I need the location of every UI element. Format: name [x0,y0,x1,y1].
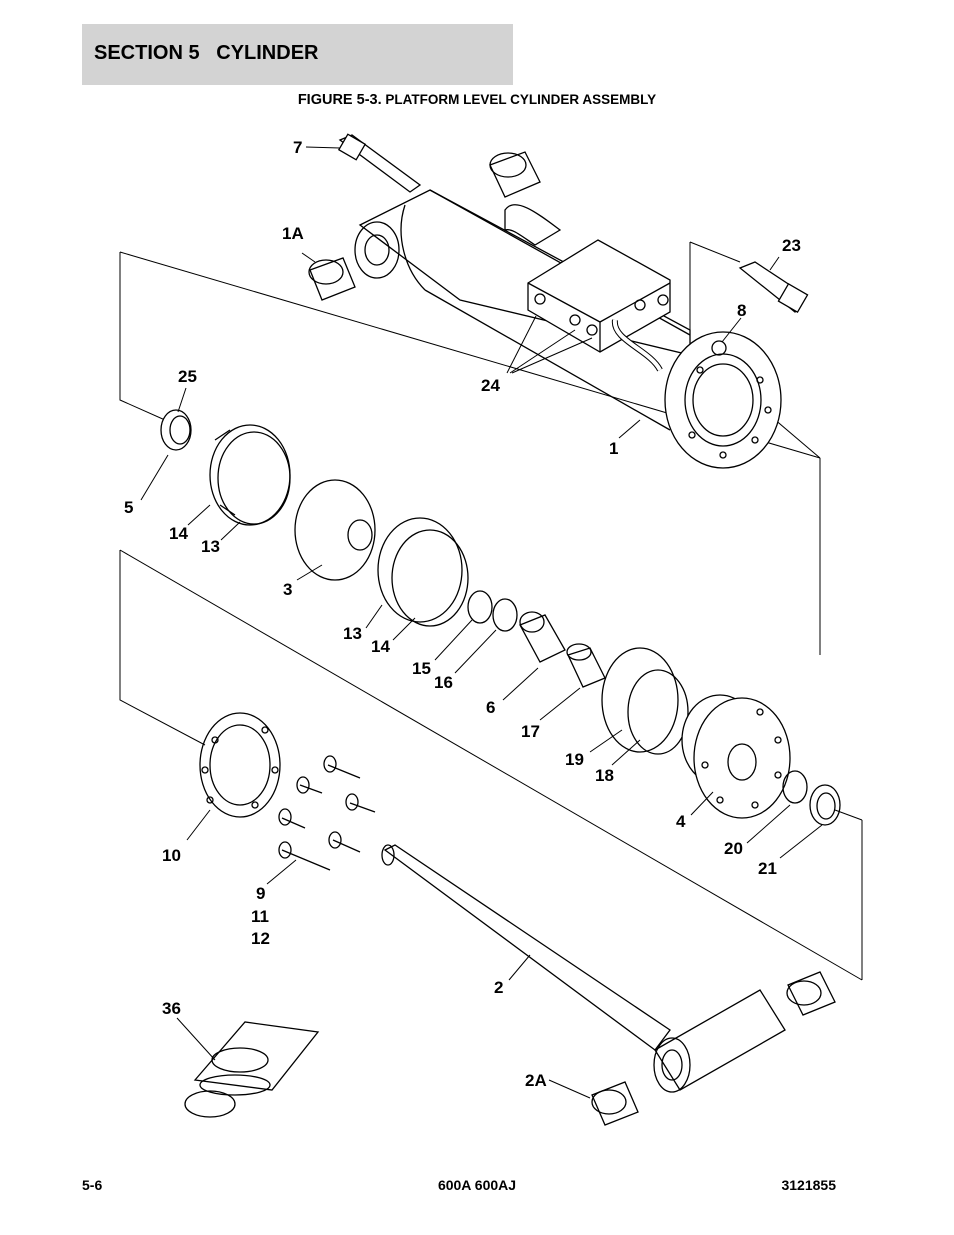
callout-14-upper: 14 [169,524,188,543]
callout-8: 8 [737,301,746,320]
callout-20: 20 [724,839,743,858]
callout-17: 17 [521,722,540,741]
callout-13-upper: 13 [201,537,220,556]
callout-15: 15 [412,659,431,678]
figure-number: FIGURE 5-3. [297,92,382,108]
callout-13-lower: 13 [343,624,362,643]
piston-rod [381,844,786,1093]
model-numbers: 600A 600AJ [437,1177,517,1193]
callout-10: 10 [162,846,181,865]
callout-18: 18 [595,766,614,785]
callout-labels: 7 1A 23 8 24 25 1 5 14 13 3 13 14 15 16 … [124,138,801,1090]
spacers [519,611,606,688]
callout-4: 4 [676,812,686,831]
page-number: 5-6 [82,1177,103,1193]
section-title: SECTION 5 CYLINDER [94,42,319,64]
fittings [337,133,809,314]
seal-kit [184,1021,320,1118]
lock-nut [160,409,192,451]
callout-16: 16 [434,673,453,692]
callout-23: 23 [782,236,801,255]
callout-1: 1 [609,439,618,458]
bolts [278,755,376,871]
manual-part-number: 3121855 [781,1177,836,1193]
callout-36: 36 [162,999,181,1018]
wiper-rings [782,770,841,826]
callout-12: 12 [251,929,270,948]
callout-1A: 1A [282,224,304,243]
callout-3: 3 [283,580,292,599]
bushings-upper [308,151,541,301]
head-o-rings [601,647,689,755]
callout-2: 2 [494,978,503,997]
figure-title: FIGURE 5-3. PLATFORM LEVEL CYLINDER ASSE… [0,92,954,108]
callout-19: 19 [565,750,584,769]
callout-21: 21 [758,859,777,878]
figure-caption: PLATFORM LEVEL CYLINDER ASSEMBLY [385,92,657,107]
gasket [199,712,281,818]
callout-25: 25 [178,367,197,386]
callout-2A: 2A [525,1071,547,1090]
callout-9: 9 [256,884,265,903]
piston-and-seals [209,424,469,627]
valve-block [527,239,671,372]
callout-6: 6 [486,698,495,717]
section-header: SECTION 5 CYLINDER [82,24,513,85]
callout-leaders [140,146,823,1099]
cylinder-head [681,694,791,819]
callout-24: 24 [481,376,500,395]
bushings-lower [591,971,836,1126]
callout-14-lower: 14 [371,637,390,656]
callout-7: 7 [293,138,302,157]
small-rings [467,590,518,632]
callout-5: 5 [124,498,133,517]
callout-11: 11 [251,907,269,926]
